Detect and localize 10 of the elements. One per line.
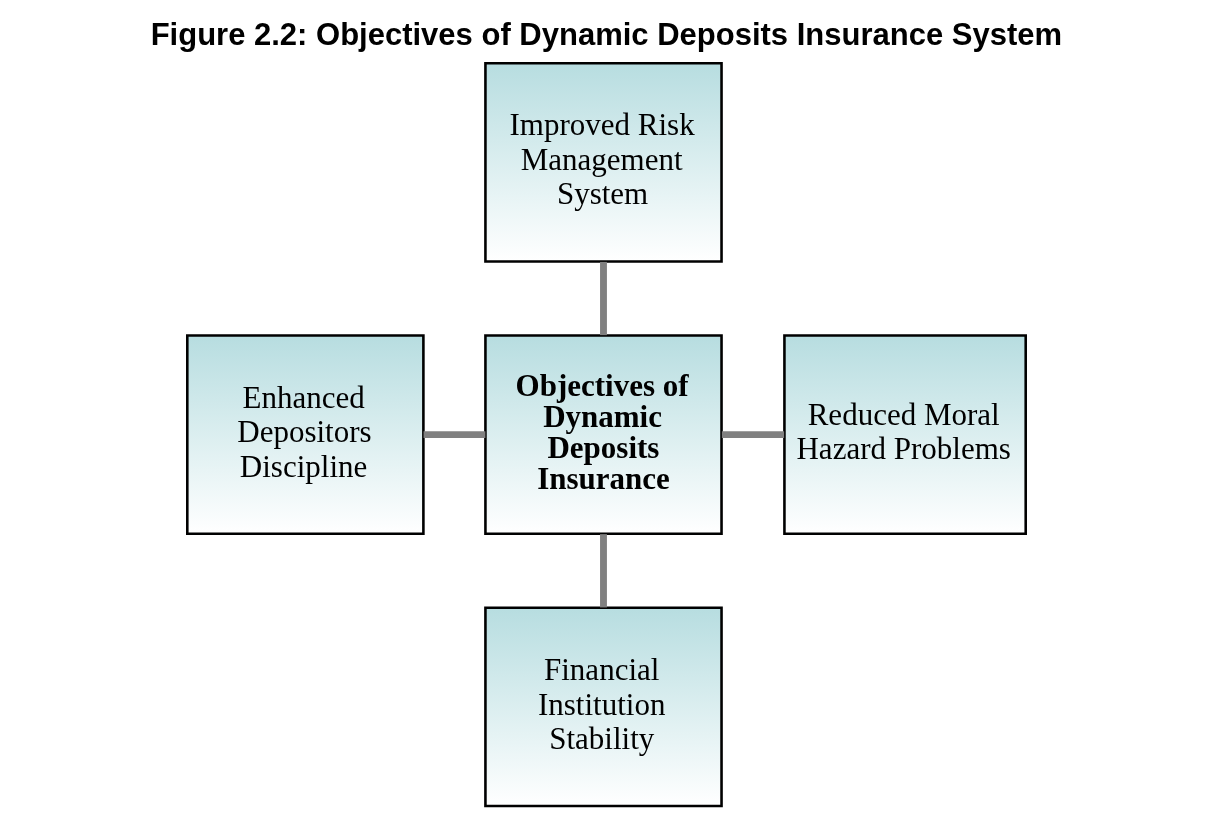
node-box: Reduced Moral Hazard Problems [783, 334, 1027, 535]
connector [423, 431, 486, 439]
connector [721, 431, 785, 439]
connector [600, 261, 607, 336]
diagram-title: Figure 2.2: Objectives of Dynamic Deposits Insurance System [150, 16, 1063, 52]
connector [600, 534, 607, 608]
node-box: Improved Risk Management System [484, 61, 723, 263]
node-box: Financial Institution Stability [484, 606, 723, 808]
node-box: Enhanced Depositors Discipline [186, 334, 425, 535]
node-box: Objectives of Dynamic Deposits Insurance [484, 334, 723, 535]
